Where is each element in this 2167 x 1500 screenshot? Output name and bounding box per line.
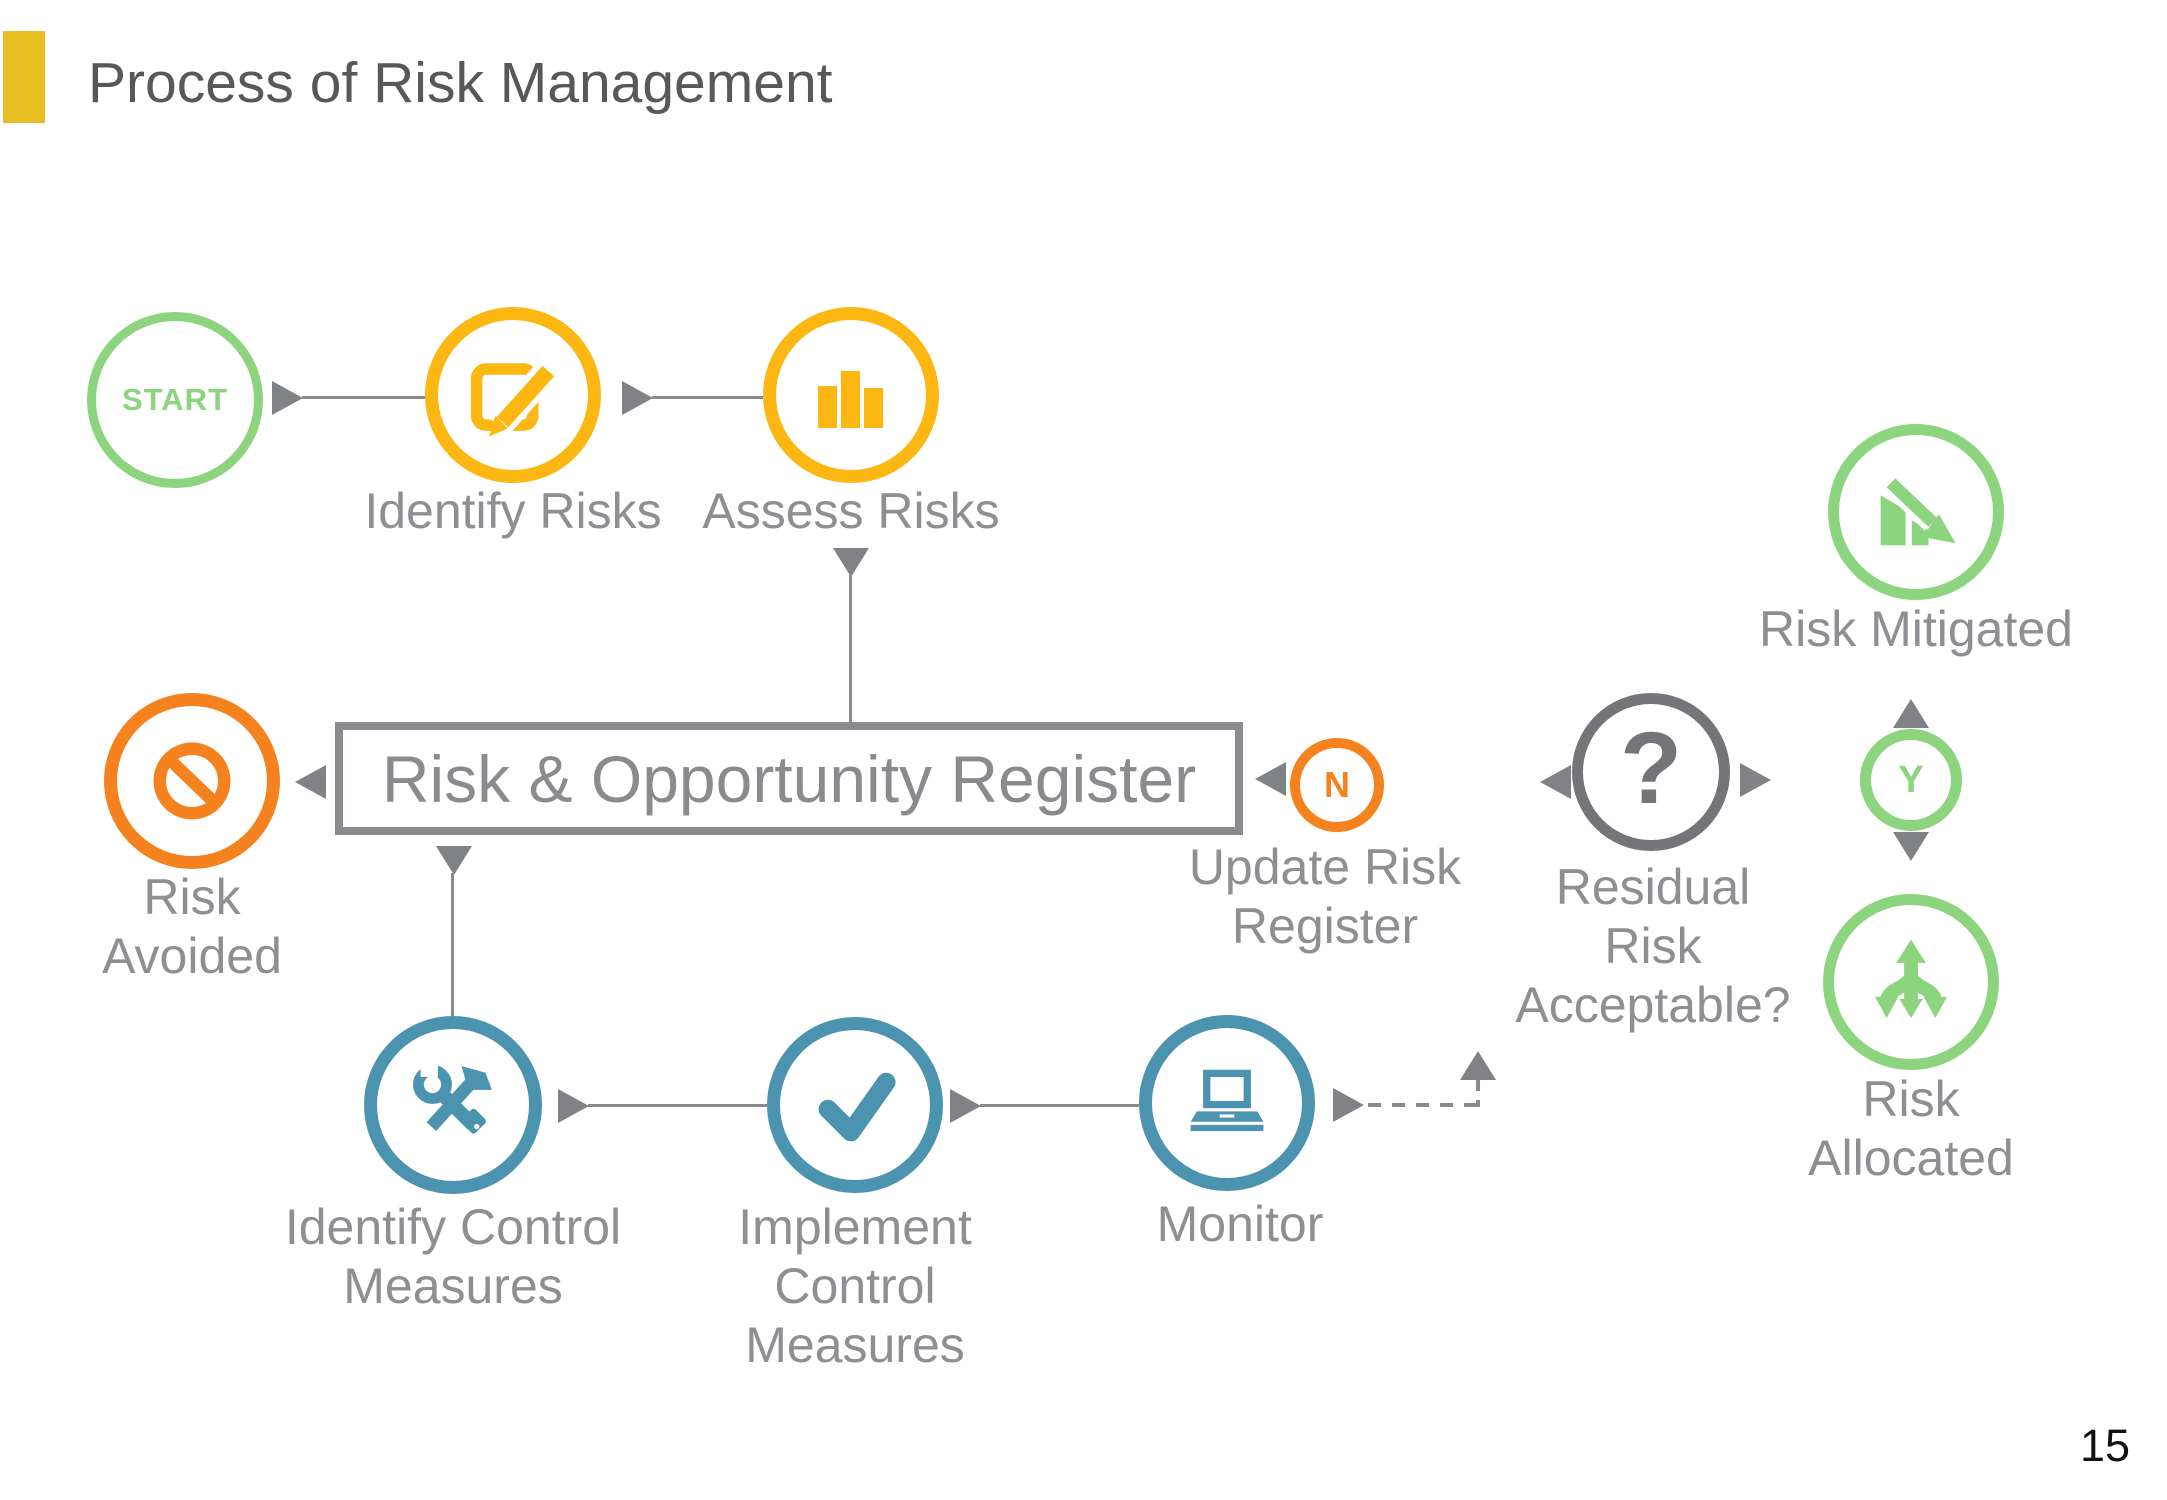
dashed-line-monitor-v xyxy=(1476,1080,1480,1107)
arrowhead-residual-to-y xyxy=(1740,763,1771,797)
question-mark-icon: ? xyxy=(1619,710,1683,825)
chart-down-icon xyxy=(1880,472,1956,546)
y-badge: Y xyxy=(1898,758,1924,801)
assess-risks-label: Assess Risks xyxy=(702,483,1000,539)
arrowhead-control-to-implement xyxy=(558,1089,589,1123)
residual-risk-label: Residual Risk Acceptable? xyxy=(1515,859,1791,1033)
node-assess-risks xyxy=(763,307,939,483)
register-box: Risk & Opportunity Register xyxy=(335,722,1243,835)
node-risk-avoided xyxy=(104,693,280,869)
arrowhead-y-to-allocated xyxy=(1893,832,1929,861)
line-control-to-implement xyxy=(588,1104,767,1107)
node-update-register-n: N xyxy=(1290,738,1384,832)
n-badge: N xyxy=(1324,764,1350,805)
ban-icon xyxy=(153,742,231,820)
risk-avoided-label: Risk Avoided xyxy=(102,869,282,984)
risk-allocated-label: Risk Allocated xyxy=(1808,1071,2014,1186)
line-implement-to-monitor xyxy=(980,1104,1139,1107)
laptop-icon xyxy=(1190,1069,1264,1132)
node-identify-risks xyxy=(425,307,601,483)
update-register-label: Update Risk Register xyxy=(1188,839,1462,954)
arrowhead-assess-to-register xyxy=(833,548,869,577)
node-implement-control xyxy=(767,1017,943,1193)
register-label: Risk & Opportunity Register xyxy=(381,741,1197,816)
title-accent-square xyxy=(3,31,45,123)
dashed-line-monitor-h xyxy=(1368,1103,1480,1107)
risk-mitigated-label: Risk Mitigated xyxy=(1759,601,2073,657)
line-assess-to-register xyxy=(849,575,852,722)
node-risk-allocated xyxy=(1823,894,1999,1070)
node-monitor xyxy=(1139,1015,1315,1191)
node-yes-y: Y xyxy=(1860,729,1962,831)
arrowhead-implement-to-monitor xyxy=(950,1089,981,1123)
implement-control-label: Implement Control Measures xyxy=(738,1199,972,1373)
start-label: START xyxy=(121,382,229,417)
edit-icon xyxy=(470,358,561,437)
monitor-label: Monitor xyxy=(1156,1196,1324,1252)
node-identify-control xyxy=(364,1016,542,1194)
split-arrow-icon xyxy=(1874,939,1948,1019)
bar-chart-icon xyxy=(818,371,883,428)
arrowhead-residual-to-n xyxy=(1540,765,1571,799)
node-residual-risk: ? xyxy=(1572,693,1730,851)
tools-icon xyxy=(413,1061,492,1134)
arrowhead-y-to-mitigated xyxy=(1893,699,1929,728)
arrowhead-register-to-avoided xyxy=(295,765,326,799)
arrowhead-register-to-control xyxy=(436,846,472,875)
node-risk-mitigated xyxy=(1828,424,2004,600)
node-start: START xyxy=(87,312,263,488)
line-start-to-identify xyxy=(302,396,427,399)
arrowhead-dashed-to-residual xyxy=(1460,1051,1496,1080)
identify-risks-label: Identify Risks xyxy=(364,483,662,539)
identify-control-label: Identify Control Measures xyxy=(284,1199,622,1314)
check-icon xyxy=(818,1072,896,1142)
line-identify-to-assess xyxy=(652,396,763,399)
page-title: Process of Risk Management xyxy=(88,51,833,115)
arrowhead-start-to-identify xyxy=(272,381,303,415)
arrowhead-n-to-register xyxy=(1255,762,1286,796)
arrowhead-identify-to-assess xyxy=(622,381,653,415)
page-number: 15 xyxy=(2079,1420,2130,1471)
line-register-to-control xyxy=(451,873,454,1016)
arrowhead-monitor-to-residual xyxy=(1333,1088,1364,1122)
